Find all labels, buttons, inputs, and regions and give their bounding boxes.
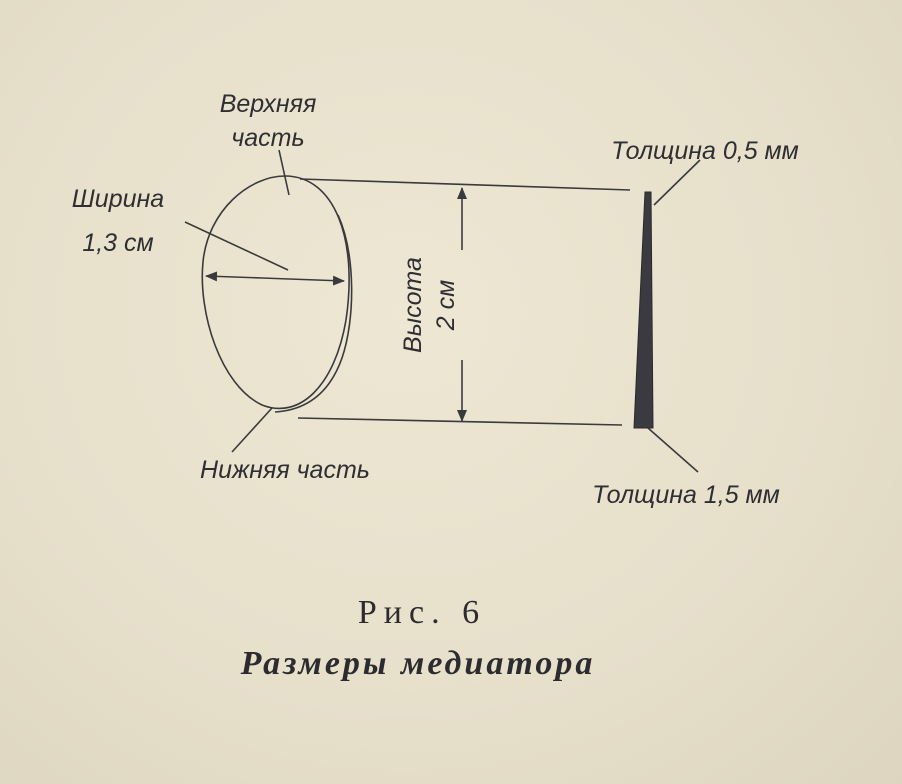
height-label-line1: Высота bbox=[399, 257, 427, 353]
width-arrow-right bbox=[261, 275, 345, 286]
top-extension-line bbox=[299, 178, 631, 191]
figure-number: Рис. 6 bbox=[358, 594, 486, 631]
width-arrow bbox=[205, 271, 263, 282]
width-label-line1: Ширина bbox=[72, 185, 164, 213]
pick-outline bbox=[201, 175, 350, 410]
bottom-extension-line bbox=[297, 417, 623, 426]
pick-side-profile bbox=[633, 191, 654, 429]
figure-title: Размеры медиатора bbox=[240, 645, 596, 682]
bottom-part-leader bbox=[231, 407, 273, 453]
height-label-line2: 2 см bbox=[432, 280, 460, 332]
width-label-line2: 1,3 см bbox=[82, 229, 153, 257]
thickness-bottom-leader bbox=[647, 427, 699, 473]
top-part-leader bbox=[278, 149, 290, 196]
thickness-top-leader bbox=[653, 159, 701, 206]
thickness-bottom-label: Толщина 1,5 мм bbox=[592, 481, 780, 509]
top-part-label-line1: Верхняя bbox=[220, 90, 317, 118]
thickness-top-label: Толщина 0,5 мм bbox=[611, 137, 799, 165]
bottom-part-label: Нижняя часть bbox=[200, 456, 370, 484]
pick-edge-bevel bbox=[274, 214, 353, 413]
top-part-label-line2: часть bbox=[231, 124, 304, 152]
width-leader bbox=[184, 221, 289, 271]
